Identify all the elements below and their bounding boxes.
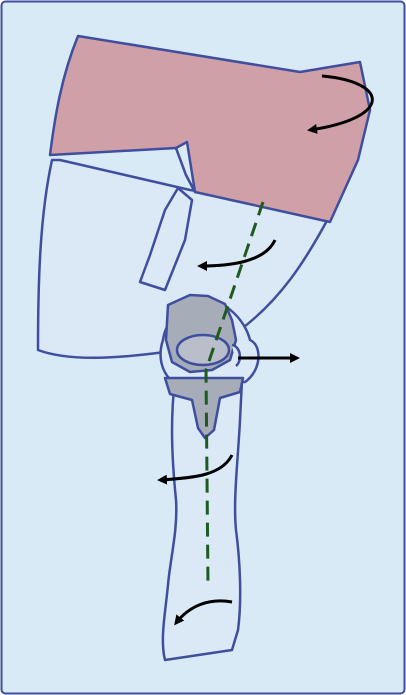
femoral-condyle	[177, 335, 229, 365]
